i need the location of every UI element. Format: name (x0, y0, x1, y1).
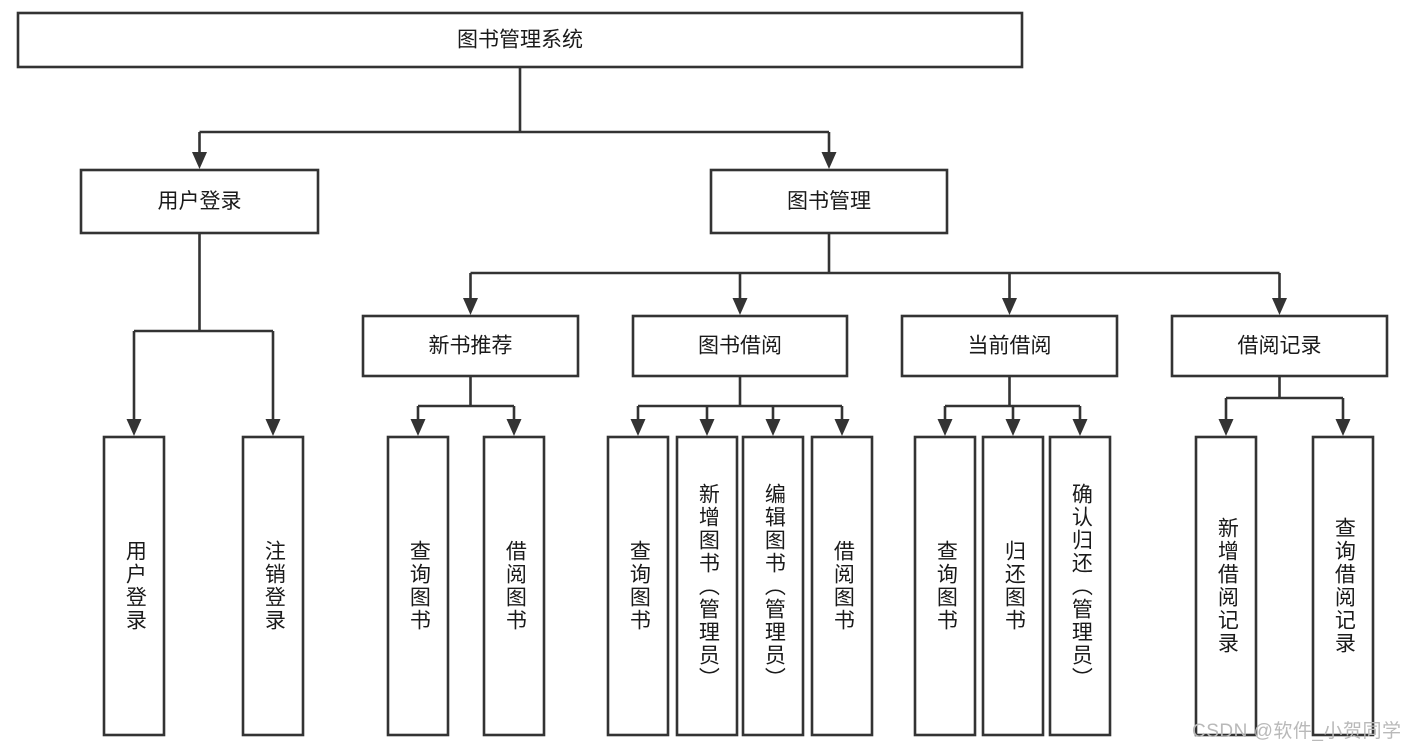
node-box-leaf-query-book-rec[interactable] (386, 435, 450, 737)
node-box-leaf-query-book-cur[interactable] (913, 435, 977, 737)
arrow-head-icon (1272, 298, 1287, 315)
node-box-book-manage[interactable] (709, 168, 949, 235)
edges-layer (126, 67, 1351, 436)
node-label-borrow-record: 借阅记录 (1238, 335, 1322, 358)
node-box-leaf-add-book[interactable] (675, 435, 739, 737)
csdn-watermark: CSDN @软件_小贺同学 (1192, 721, 1402, 742)
arrow-head-icon (506, 419, 522, 436)
arrow-head-icon (821, 152, 837, 169)
arrow-head-icon (1005, 419, 1021, 436)
arrow-head-icon (126, 419, 142, 436)
node-label-book-borrow: 图书借阅 (698, 335, 782, 358)
node-box-borrow-record[interactable] (1170, 314, 1389, 378)
arrow-head-icon (732, 298, 748, 315)
arrow-head-icon (1002, 298, 1017, 315)
node-box-book-borrow[interactable] (631, 314, 849, 378)
arrow-head-icon (630, 419, 646, 436)
arrow-head-icon (765, 419, 781, 436)
arrow-head-icon (463, 298, 478, 315)
node-box-leaf-query-record[interactable] (1311, 435, 1375, 737)
node-box-user-login[interactable] (79, 168, 320, 235)
arrow-head-icon (410, 419, 426, 436)
arrow-head-icon (834, 419, 850, 436)
node-box-current-borrow[interactable] (900, 314, 1119, 378)
arrow-head-icon (265, 419, 281, 436)
arrow-head-icon (1072, 419, 1088, 436)
node-box-leaf-user-login[interactable] (102, 435, 166, 737)
node-box-root[interactable] (16, 11, 1024, 69)
node-box-leaf-borrow-book-rec[interactable] (482, 435, 546, 737)
node-label-book-manage: 图书管理 (787, 190, 871, 213)
node-box-leaf-confirm-return[interactable] (1048, 435, 1112, 737)
node-label-new-book-rec: 新书推荐 (429, 335, 513, 358)
arrow-head-icon (192, 152, 207, 169)
node-label-current-borrow: 当前借阅 (968, 335, 1052, 358)
node-box-new-book-rec[interactable] (361, 314, 580, 378)
node-label-user-login: 用户登录 (158, 190, 242, 213)
arrow-head-icon (699, 419, 715, 436)
node-box-leaf-edit-book[interactable] (741, 435, 805, 737)
arrow-head-icon (1218, 419, 1234, 436)
arrow-head-icon (1335, 419, 1351, 436)
arrow-head-icon (937, 419, 953, 436)
node-box-leaf-return-book[interactable] (981, 435, 1045, 737)
node-label-root: 图书管理系统 (457, 29, 583, 52)
node-box-leaf-borrow-book[interactable] (810, 435, 874, 737)
node-box-leaf-query-book-borrow[interactable] (606, 435, 670, 737)
boxes-layer (16, 11, 1389, 737)
node-box-leaf-add-record[interactable] (1194, 435, 1258, 737)
node-box-leaf-logout[interactable] (241, 435, 305, 737)
